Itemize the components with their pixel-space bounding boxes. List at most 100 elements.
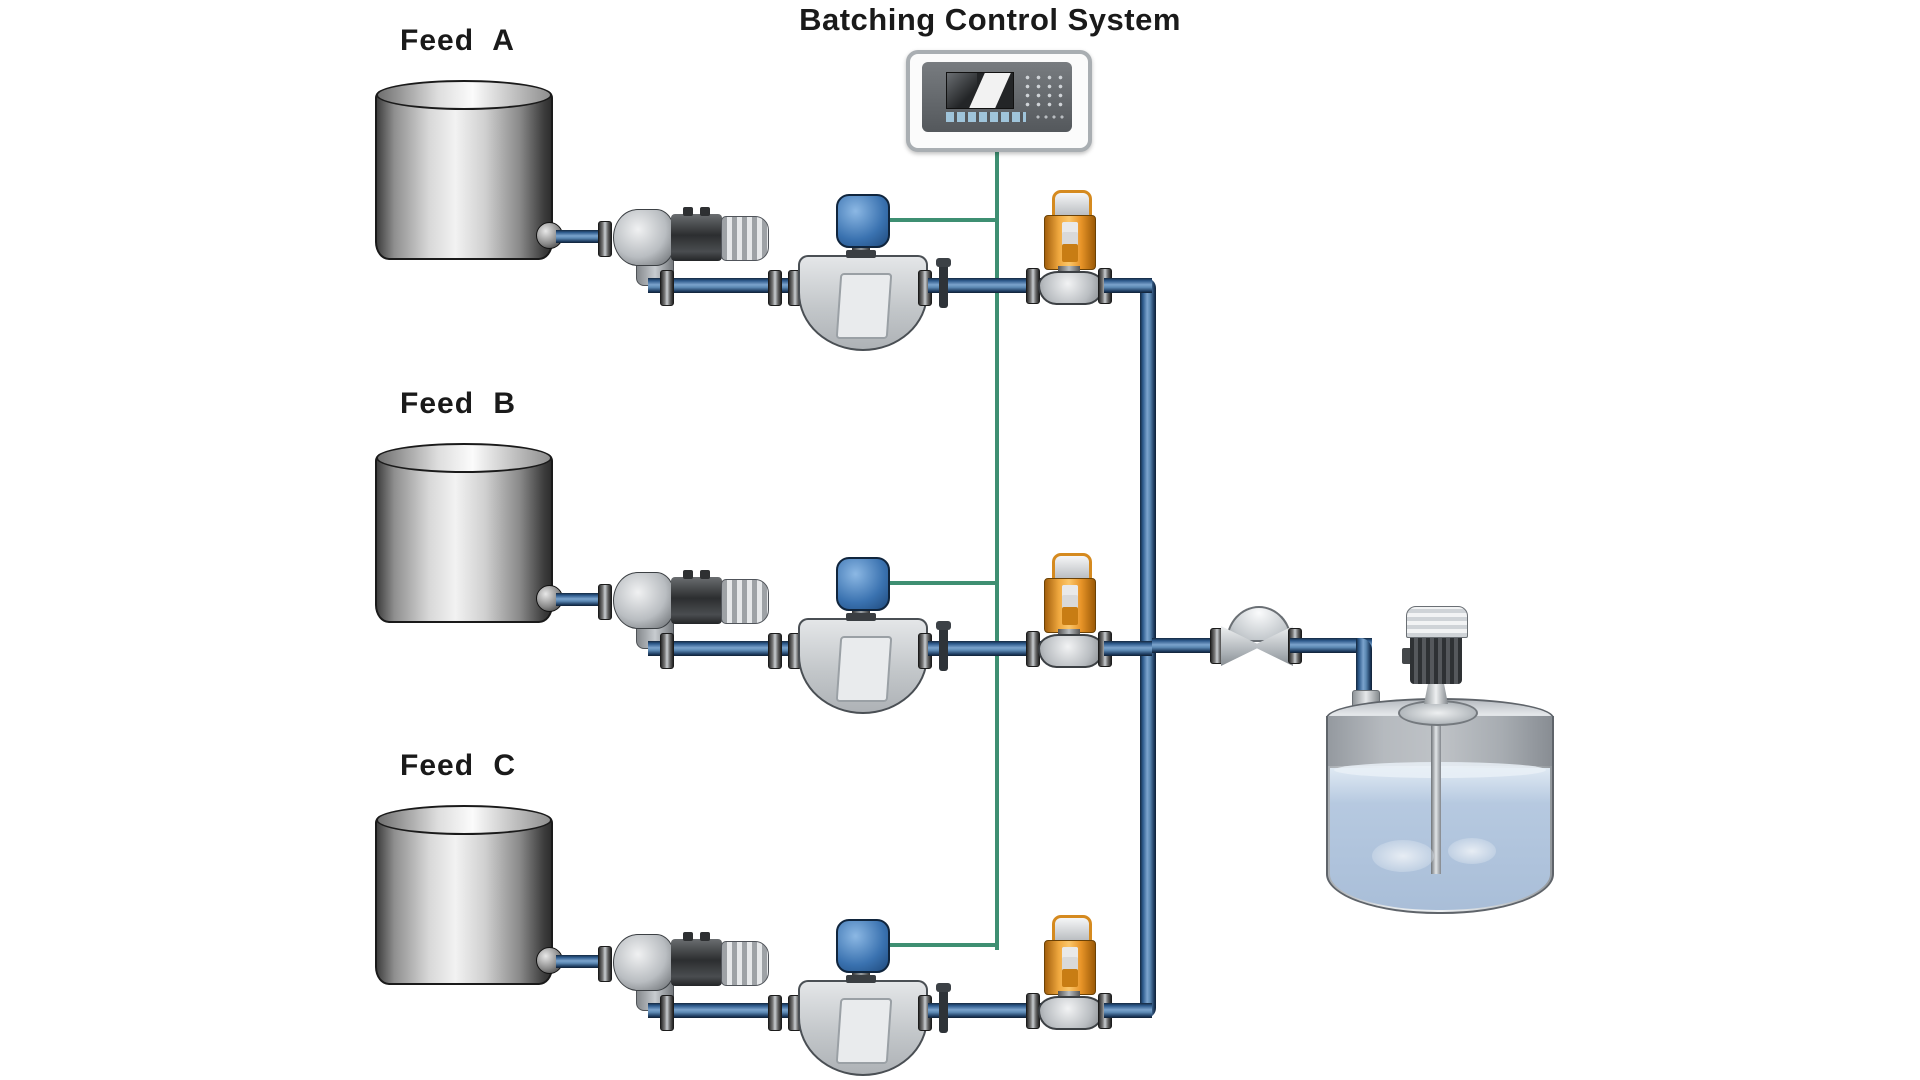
pump-casing xyxy=(613,572,675,629)
inline-fitting xyxy=(939,987,948,1033)
signal-wire-branch xyxy=(886,581,998,585)
control-valve-actuator xyxy=(1044,940,1096,995)
agitator-motor-cap xyxy=(1406,606,1468,638)
motor-terminal xyxy=(683,207,693,216)
pipe-flange xyxy=(598,584,612,620)
suction-pipe xyxy=(556,955,604,968)
feed-label: Feed C xyxy=(400,749,517,782)
controller-screen xyxy=(946,72,1014,109)
valve-outlet-pipe xyxy=(1104,641,1152,656)
inline-fitting xyxy=(939,625,948,671)
motor-end-cap xyxy=(721,941,769,986)
motor-terminal xyxy=(700,570,710,579)
actuator-panel xyxy=(1062,222,1078,262)
motor-terminal xyxy=(700,932,710,941)
supply-tank xyxy=(375,443,553,623)
inline-fitting xyxy=(939,262,948,308)
meter-outlet-pipe xyxy=(928,1003,1042,1018)
feed-label: Feed B xyxy=(400,387,517,420)
discharge-pipe xyxy=(648,1003,790,1018)
pipe-flange xyxy=(598,221,612,257)
supply-tank-lid xyxy=(376,443,552,473)
batch-controller xyxy=(906,50,1092,152)
pump-motor xyxy=(671,214,722,261)
supply-tank-lid xyxy=(376,805,552,835)
pump-motor xyxy=(671,939,722,986)
flow-transmitter xyxy=(836,919,890,973)
supply-tank-shell xyxy=(375,90,553,260)
pipe-flange xyxy=(598,946,612,982)
meter-outlet-pipe xyxy=(928,278,1042,293)
inline-fitting-knob xyxy=(936,258,951,267)
motor-end-cap xyxy=(721,216,769,261)
meter-nameplate xyxy=(835,273,893,339)
suction-pipe xyxy=(556,230,604,243)
pump-casing xyxy=(613,209,675,266)
agitator-shaft xyxy=(1431,718,1441,874)
pipe-flange xyxy=(660,995,674,1031)
supply-tank-shell xyxy=(375,453,553,623)
control-valve-actuator xyxy=(1044,215,1096,270)
pipe-flange xyxy=(768,995,782,1031)
signal-wire-branch xyxy=(886,218,998,222)
supply-tank xyxy=(375,80,553,260)
transmitter-collar xyxy=(846,613,876,621)
tank-drop-pipe xyxy=(1356,638,1372,704)
meter-outlet-pipe xyxy=(928,641,1042,656)
coriolis-flow-meter xyxy=(798,980,928,1076)
controller-function-keys xyxy=(946,112,1026,122)
pipe-flange xyxy=(660,633,674,669)
flow-transmitter xyxy=(836,194,890,248)
signal-wire-branch xyxy=(886,943,998,947)
control-valve-actuator xyxy=(1044,578,1096,633)
motor-terminal xyxy=(700,207,710,216)
pipe-flange xyxy=(768,270,782,306)
transmitter-collar xyxy=(846,975,876,983)
inline-fitting-knob xyxy=(936,983,951,992)
discharge-pipe xyxy=(648,278,790,293)
suction-pipe xyxy=(556,593,604,606)
actuator-panel xyxy=(1062,947,1078,987)
valve-outlet-pipe xyxy=(1104,278,1152,293)
feed-train-a: Feed A xyxy=(0,0,1920,362)
inline-fitting-knob xyxy=(936,621,951,630)
coriolis-flow-meter xyxy=(798,255,928,351)
controller-signal-trunk xyxy=(995,144,999,950)
control-valve-body xyxy=(1038,271,1104,305)
control-valve-body xyxy=(1038,634,1104,668)
agitator-impeller xyxy=(1448,838,1496,864)
valve-outlet-pipe xyxy=(1104,1003,1152,1018)
tank-outlet-nozzle xyxy=(536,585,563,612)
agitator-motor xyxy=(1410,634,1462,684)
controller-keypad xyxy=(1022,73,1066,107)
pipe-flange xyxy=(660,270,674,306)
actuator-panel xyxy=(1062,585,1078,625)
motor-terminal xyxy=(683,932,693,941)
control-valve-body xyxy=(1038,996,1104,1030)
pump-motor xyxy=(671,577,722,624)
motor-end-cap xyxy=(721,579,769,624)
transmitter-collar xyxy=(846,250,876,258)
supply-tank-lid xyxy=(376,80,552,110)
controller-aux-keys xyxy=(1034,112,1066,122)
coriolis-flow-meter xyxy=(798,618,928,714)
merge-pipe xyxy=(1152,638,1228,653)
feed-train-b: Feed B xyxy=(0,363,1920,725)
motor-terminal xyxy=(683,570,693,579)
supply-tank-shell xyxy=(375,815,553,985)
agitator-shaft-housing xyxy=(1424,682,1448,704)
discharge-pipe xyxy=(648,641,790,656)
meter-nameplate xyxy=(835,636,893,702)
diagram-title: Batching Control System xyxy=(799,2,1181,37)
controller-faceplate xyxy=(922,62,1072,132)
feed-train-c: Feed C xyxy=(0,725,1920,1080)
supply-tank xyxy=(375,805,553,985)
agitator-impeller xyxy=(1372,840,1434,872)
flow-transmitter xyxy=(836,557,890,611)
tank-feed-pipe xyxy=(1290,638,1372,653)
agitator-motor-tab xyxy=(1402,648,1412,664)
meter-nameplate xyxy=(835,998,893,1064)
pump-casing xyxy=(613,934,675,991)
pipe-flange xyxy=(768,633,782,669)
feed-label: Feed A xyxy=(400,24,515,57)
